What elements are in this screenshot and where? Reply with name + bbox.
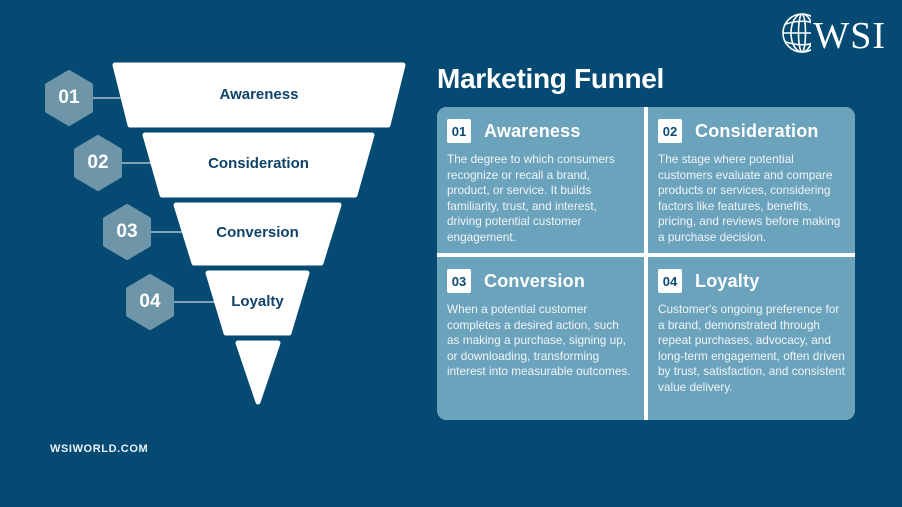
card-header: 02 Consideration <box>658 119 845 143</box>
hex-number-03: 03 <box>116 221 138 242</box>
card-title: Consideration <box>695 120 819 141</box>
wsi-logo: WSI <box>778 9 886 62</box>
funnel-label-conversion: Conversion <box>216 224 299 241</box>
card-conversion: 03 Conversion When a potential customer … <box>437 257 644 420</box>
hexagon-02 <box>74 135 122 191</box>
connector-lines <box>91 97 222 303</box>
card-description: The stage where potential customers eval… <box>658 152 841 244</box>
card-loyalty: 04 Loyalty Customer's ongoing preference… <box>648 257 855 420</box>
logo-text: WSI <box>813 14 886 57</box>
card-awareness: 01 Awareness The degree to which consume… <box>437 107 644 253</box>
card-number-badge: 04 <box>658 269 682 293</box>
hexagon-01 <box>45 70 93 126</box>
funnel-label-awareness: Awareness <box>219 86 299 103</box>
funnel-label-consideration: Consideration <box>208 155 309 172</box>
card-number-badge: 01 <box>447 119 471 143</box>
website-label: WSIWORLD.COM <box>50 443 149 455</box>
card-header: 03 Conversion <box>447 269 634 293</box>
hex-number-04: 04 <box>139 291 161 312</box>
funnel-segment-awareness <box>112 62 406 128</box>
card-description: The degree to which consumers recognize … <box>447 152 615 244</box>
info-panel: 01 Awareness The degree to which consume… <box>437 107 855 420</box>
funnel-diagram <box>45 62 406 405</box>
hex-number-02: 02 <box>87 152 109 173</box>
funnel-label-loyalty: Loyalty <box>231 293 284 310</box>
funnel-segment-consideration <box>142 132 375 198</box>
card-title: Awareness <box>484 120 581 141</box>
hexagon-03 <box>103 204 151 260</box>
funnel-segment-loyalty <box>205 270 310 336</box>
funnel-segment-conversion <box>173 202 342 266</box>
card-header: 04 Loyalty <box>658 269 845 293</box>
funnel-segments <box>112 62 406 405</box>
card-header: 01 Awareness <box>447 119 634 143</box>
card-title: Conversion <box>484 270 586 291</box>
card-title: Loyalty <box>695 270 760 291</box>
card-consideration: 02 Consideration The stage where potenti… <box>648 107 855 253</box>
stage-hexagons <box>45 70 174 330</box>
globe-icon <box>778 9 826 62</box>
card-description: Customer's ongoing preference for a bran… <box>658 302 845 394</box>
card-number-badge: 03 <box>447 269 471 293</box>
card-number-badge: 02 <box>658 119 682 143</box>
page-title: Marketing Funnel <box>437 63 664 94</box>
hex-number-01: 01 <box>58 87 80 108</box>
funnel-tip <box>235 340 281 405</box>
hexagon-04 <box>126 274 174 330</box>
card-description: When a potential customer completes a de… <box>447 302 631 379</box>
